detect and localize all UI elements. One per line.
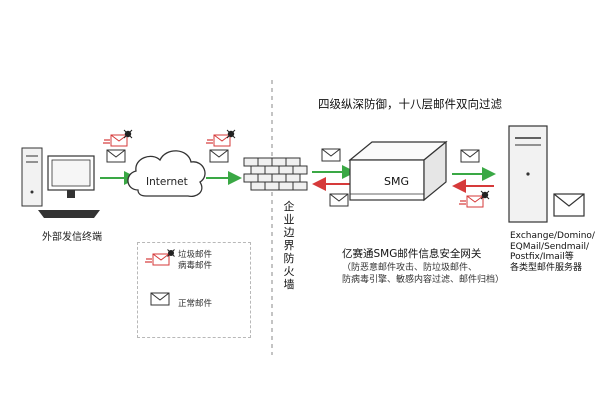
gateway-subtitle: （防恶意邮件攻击、防垃圾邮件、 防病毒引擎、敏感内容过滤、邮件归档） [342, 263, 505, 285]
envelope-icon [460, 149, 480, 163]
legend-spam-label: 垃圾邮件 病毒邮件 [178, 250, 213, 271]
gateway-box-label: SMG [384, 175, 409, 188]
envelope-icon [321, 148, 341, 162]
cloud-icon [127, 150, 206, 198]
envelope-icon [150, 292, 170, 306]
envelope-icon [209, 149, 229, 163]
gateway-title: 亿赛通SMG邮件信息安全网关 [342, 248, 482, 260]
server-label: Exchange/Domino/ EQMail/Sendmail/ Postfi… [510, 231, 595, 273]
computer-icon [21, 147, 100, 218]
virus-envelope-icon [145, 249, 175, 266]
envelope-icon [106, 149, 126, 163]
envelope-icon [329, 193, 349, 207]
terminal-label: 外部发信终端 [42, 232, 102, 243]
firewall-label: 企业边界防火墙 [283, 200, 295, 291]
virus-envelope-icon [459, 190, 490, 208]
legend [137, 242, 251, 338]
headline: 四级纵深防御，十八层邮件双向过滤 [318, 97, 502, 111]
gateway-box-icon [348, 140, 448, 202]
server-tower-icon [508, 125, 585, 223]
virus-envelope-icon [103, 129, 133, 147]
legend-normal-label: 正常邮件 [178, 299, 213, 309]
firewall-brick-icon [243, 157, 308, 191]
internet-label: Internet [146, 176, 188, 188]
virus-envelope-icon [206, 129, 236, 147]
